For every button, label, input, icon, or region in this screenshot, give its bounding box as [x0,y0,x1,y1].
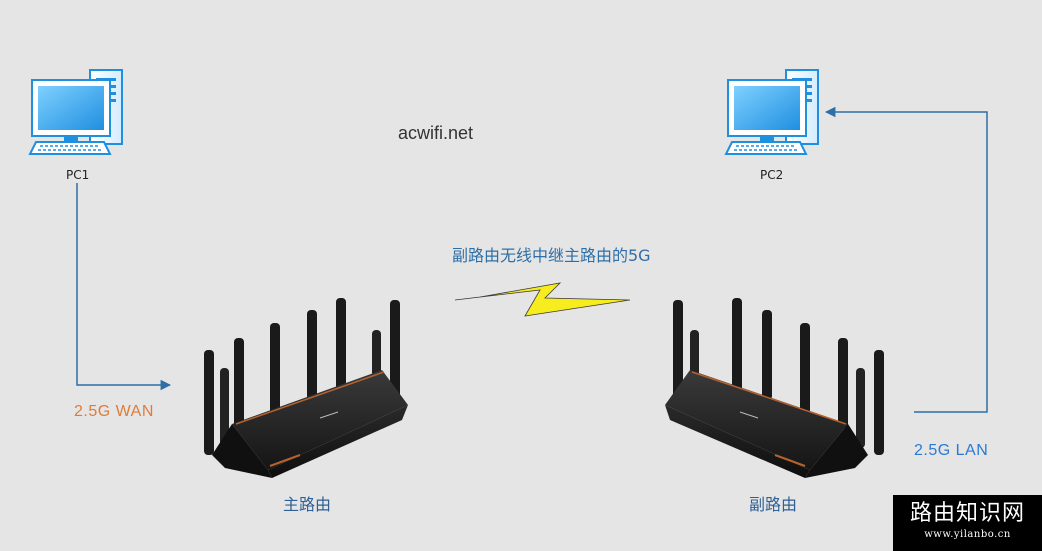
sub-router-to-pc2-link [824,106,988,413]
relay-description: 副路由无线中继主路由的5G [452,246,651,265]
pc1-to-main-router-link [76,183,172,391]
pc2-computer-icon [725,69,819,155]
wireless-lightning-icon [454,282,631,317]
sub-router-icon [665,298,884,478]
site-text: acwifi.net [398,123,474,143]
sub-router-label: 副路由 [749,495,798,514]
pc1-computer-icon [29,69,123,155]
wan-label: 2.5G WAN [74,403,154,420]
pc1-label: PC1 [66,168,90,182]
main-router-label: 主路由 [283,495,332,514]
main-router-icon [204,298,408,478]
watermark-title: 路由知识网 [909,501,1025,526]
watermark: 路由知识网 www.yilanbo.cn [893,495,1042,551]
watermark-url: www.yilanbo.cn [924,529,1011,540]
pc2-label: PC2 [760,168,784,182]
lan-label: 2.5G LAN [914,442,989,459]
